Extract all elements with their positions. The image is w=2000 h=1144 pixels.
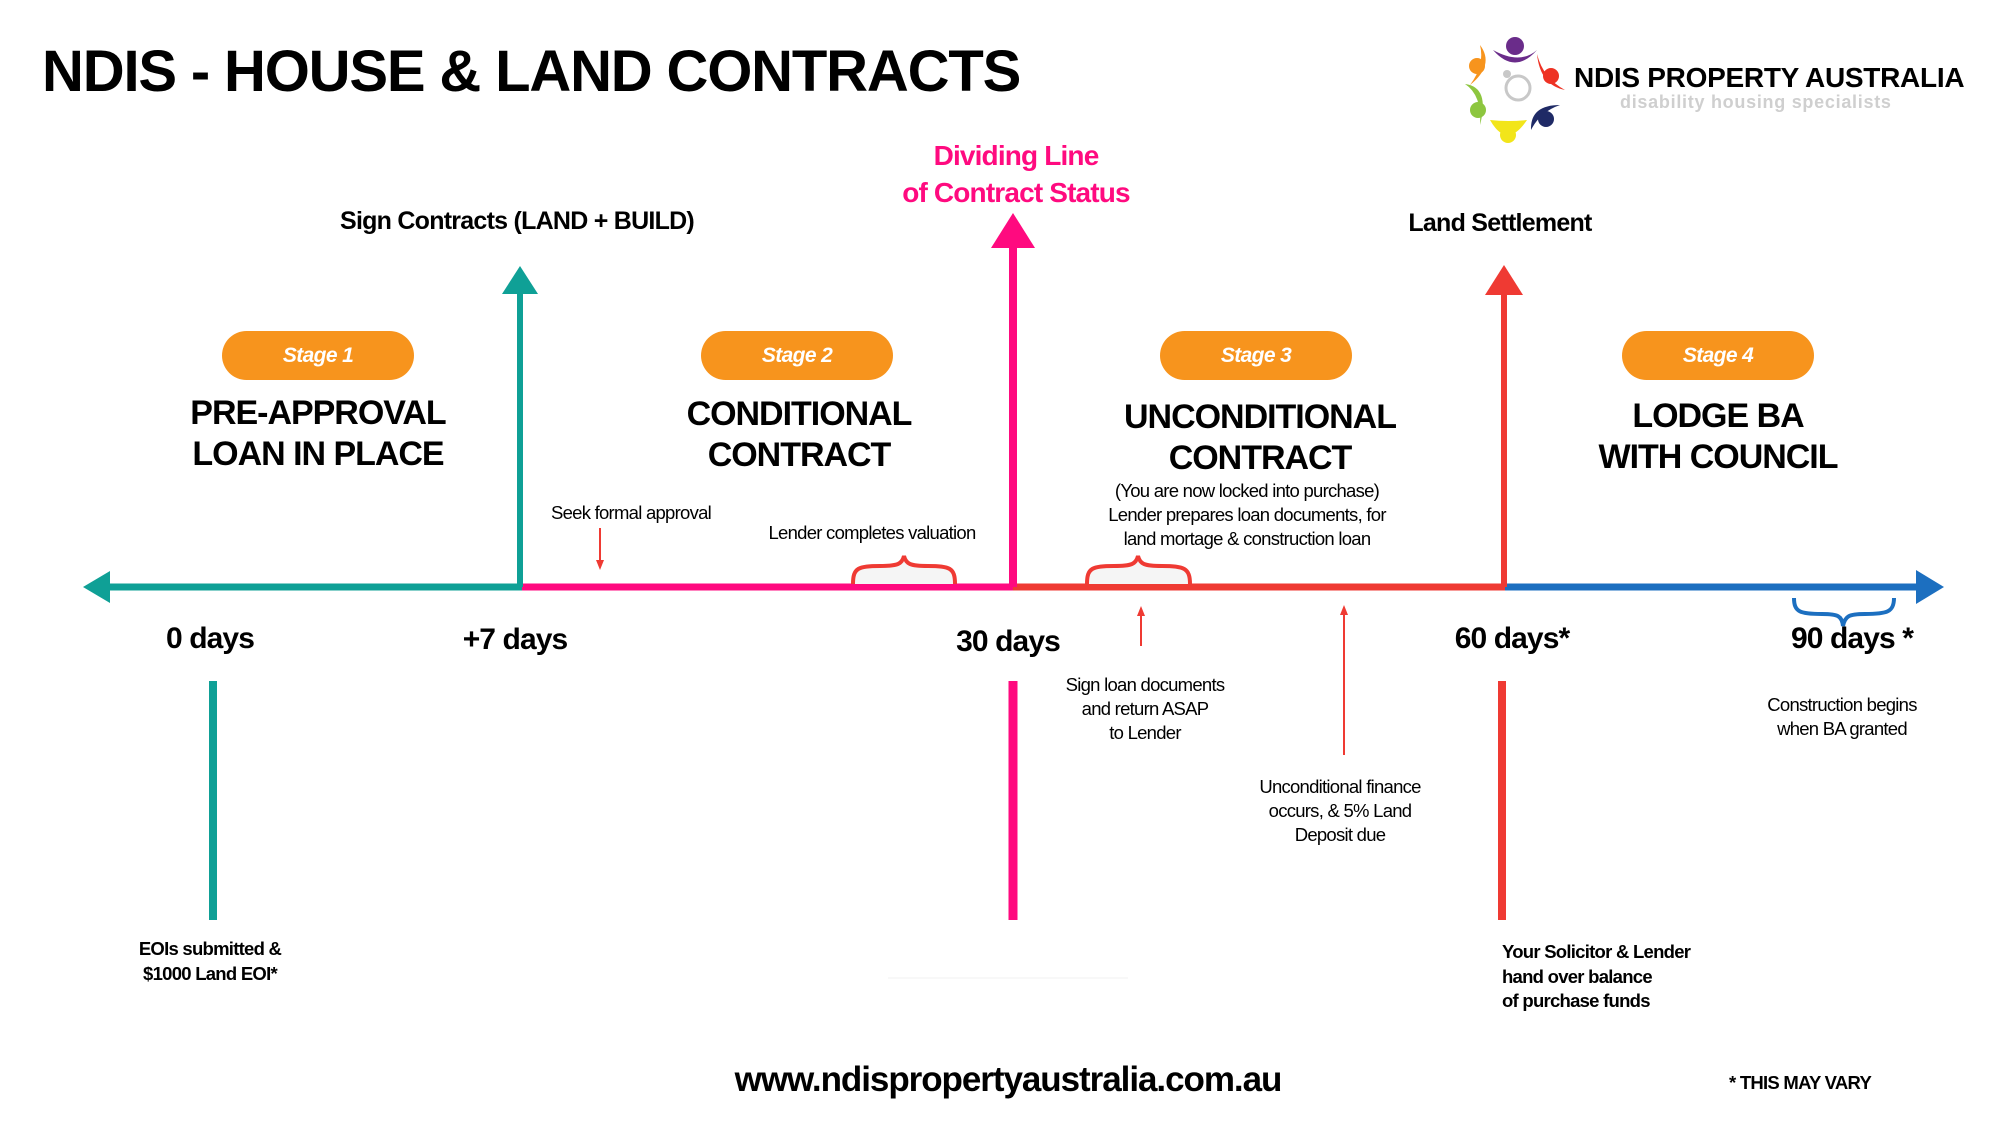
stage-2-badge: Stage 2 [701, 331, 893, 380]
dividing-line-label-line1: Dividing Line [933, 140, 1100, 171]
valuation-brace-icon [851, 555, 957, 585]
disclaimer: * THIS MAY VARY [1728, 1072, 1872, 1093]
unconditional-finance-arrow [1340, 605, 1348, 755]
note-line: Your Solicitor & Lender [1502, 941, 1691, 962]
note-line: Unconditional finance [1259, 776, 1421, 797]
note-line: of purchase funds [1502, 990, 1651, 1011]
solicitor-note: Your Solicitor & Lender hand over balanc… [1502, 940, 1691, 1014]
note-line: to Lender [1109, 722, 1181, 743]
logo-name: NDIS PROPERTY AUSTRALIA [1574, 62, 1965, 93]
stage-3-heading: UNCONDITIONAL CONTRACT [1124, 397, 1397, 479]
stage-3-heading-line1: UNCONDITIONAL [1124, 398, 1397, 436]
stage-1-heading-line1: PRE-APPROVAL [190, 394, 446, 432]
note-line: when BA granted [1777, 718, 1908, 739]
stage-4-heading-line1: LODGE BA [1632, 397, 1804, 435]
day-label-7: +7 days [462, 623, 569, 656]
stage-2-heading-line2: CONTRACT [707, 436, 892, 474]
stage-3-note: land mortage & construction loan [1123, 528, 1372, 549]
axis-left-arrowhead [83, 571, 110, 603]
day-label-60: 60 days* [1454, 622, 1570, 655]
stage-1-heading: PRE-APPROVAL LOAN IN PLACE [190, 393, 446, 475]
logo-icon [1465, 37, 1565, 143]
page-title: NDIS - HOUSE & LAND CONTRACTS [42, 39, 1021, 104]
loan-docs-brace-icon [1085, 555, 1192, 585]
stage-4-badge: Stage 4 [1622, 331, 1814, 380]
stage-1-badge: Stage 1 [222, 331, 414, 380]
dividing-line-arrow [991, 213, 1035, 587]
stage-3-badge: Stage 3 [1160, 331, 1352, 380]
stage-3-note: (You are now locked into purchase) [1114, 480, 1380, 501]
land-settlement-arrow [1485, 265, 1523, 587]
sign-loan-arrow [1137, 606, 1145, 646]
note-line: EOIs submitted & [138, 938, 282, 959]
stage-2-heading: CONDITIONAL CONTRACT [686, 394, 913, 476]
unconditional-finance-note: Unconditional finance occurs, & 5% Land … [1259, 775, 1421, 847]
axis-right-arrowhead [1916, 570, 1944, 604]
note-line: Deposit due [1294, 824, 1386, 845]
note-line: Construction begins [1767, 694, 1917, 715]
note-line: hand over balance [1502, 965, 1653, 987]
stage-4-heading-line2: WITH COUNCIL [1598, 438, 1839, 476]
dividing-line-label: Dividing Line of Contract Status [902, 137, 1130, 211]
seek-approval-arrow [596, 528, 604, 570]
timeline-axis [83, 570, 1944, 604]
dividing-line-label-line2: of Contract Status [902, 177, 1130, 208]
sign-contracts-label: Sign Contracts (LAND + BUILD) [340, 207, 695, 235]
land-settlement-label: Land Settlement [1408, 209, 1592, 237]
website-url[interactable]: www.ndispropertyaustralia.com.au [734, 1060, 1283, 1099]
day-label-0: 0 days [166, 622, 255, 655]
stage-3-notes: (You are now locked into purchase) Lende… [1108, 479, 1386, 551]
stage-2-heading-line1: CONDITIONAL [686, 395, 913, 433]
construction-note: Construction begins when BA granted [1767, 693, 1917, 741]
stage-1-heading-line2: LOAN IN PLACE [192, 435, 444, 473]
seek-approval-note: Seek formal approval [550, 502, 712, 523]
stage-3-note: Lender prepares loan documents, for [1108, 504, 1386, 525]
stage-4-heading: LODGE BA WITH COUNCIL [1598, 396, 1839, 478]
logo-tagline: disability housing specialists [1620, 92, 1892, 112]
stage-3-heading-line2: CONTRACT [1168, 439, 1353, 477]
valuation-note: Lender completes valuation [768, 522, 976, 543]
sign-contracts-arrow [502, 266, 538, 587]
sign-loan-note: Sign loan documents and return ASAP to L… [1066, 673, 1225, 745]
day-label-90: 90 days * [1791, 622, 1914, 655]
note-line: Sign loan documents [1065, 674, 1225, 695]
eoi-note: EOIs submitted & $1000 Land EOI* [138, 937, 282, 986]
note-line: and return ASAP [1081, 698, 1209, 719]
construction-brace-icon [1792, 597, 1896, 627]
note-line: occurs, & 5% Land [1268, 800, 1412, 821]
day-label-30: 30 days [956, 625, 1061, 658]
note-line: $1000 Land EOI* [143, 962, 278, 984]
